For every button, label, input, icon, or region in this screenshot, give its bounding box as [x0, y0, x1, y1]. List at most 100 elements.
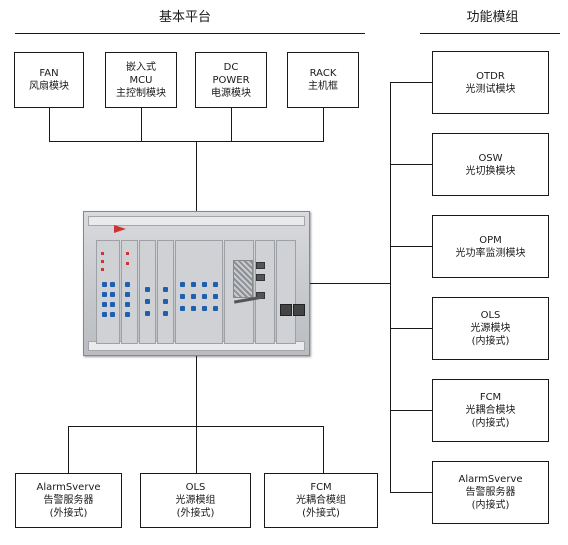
module-opm: OPM 光功率监测模块	[432, 215, 549, 278]
chassis-logo	[114, 225, 126, 233]
connector	[310, 283, 390, 284]
header-underline-left	[15, 33, 365, 34]
module-label: FCM	[479, 392, 502, 403]
status-led	[101, 268, 104, 271]
chassis-top-rail	[88, 216, 305, 226]
connector-block	[293, 304, 305, 316]
network-port	[256, 262, 265, 269]
connector	[231, 108, 232, 141]
module-fcm-external: FCM 光耦合模组 (外接式)	[264, 473, 378, 528]
module-label: FCM	[310, 482, 332, 493]
module-label: AlarmSverve	[36, 482, 101, 493]
module-label: OPM	[479, 234, 502, 246]
module-label: (外接式)	[176, 508, 215, 519]
network-port	[256, 274, 265, 281]
fiber-port	[145, 287, 150, 292]
fiber-port	[191, 282, 196, 287]
module-label: RACK	[309, 68, 337, 79]
module-label: 主机框	[308, 81, 338, 92]
module-label: OLS	[480, 310, 501, 321]
module-mcu: 嵌入式 MCU 主控制模块	[105, 52, 177, 108]
fiber-port	[110, 312, 115, 317]
fiber-port	[125, 302, 130, 307]
module-label: 风扇模块	[29, 81, 69, 92]
module-label: 嵌入式	[126, 61, 156, 73]
connector	[390, 410, 432, 411]
connector	[390, 164, 432, 165]
connector	[141, 108, 142, 141]
fiber-port	[180, 294, 185, 299]
module-label: 光耦合模组	[296, 495, 346, 506]
fiber-port	[180, 306, 185, 311]
connector	[323, 426, 324, 473]
fiber-port	[213, 282, 218, 287]
connector	[196, 356, 197, 426]
fiber-port	[125, 312, 130, 317]
fiber-port	[202, 282, 207, 287]
module-label: 主控制模块	[116, 87, 166, 99]
fiber-port	[163, 287, 168, 292]
status-led	[126, 262, 129, 265]
module-label: 光功率监测模块	[455, 247, 526, 259]
card-slot	[276, 240, 296, 344]
connector	[196, 141, 197, 211]
fiber-port	[102, 312, 107, 317]
module-label: 光耦合模块	[465, 405, 516, 416]
module-label: 告警服务器	[465, 487, 516, 498]
module-ols-external: OLS 光源模组 (外接式)	[140, 473, 251, 528]
card-slot	[139, 240, 156, 344]
module-osw: OSW 光切换模块	[432, 133, 549, 196]
connector-block	[280, 304, 292, 316]
header-function-modules: 功能模组	[466, 10, 519, 25]
module-alarm-external: AlarmSverve 告警服务器 (外接式)	[15, 473, 122, 528]
connector	[390, 328, 432, 329]
header-basic-platform: 基本平台	[158, 10, 211, 25]
fiber-port	[213, 306, 218, 311]
module-label: OLS	[185, 482, 206, 493]
module-label: 光测试模块	[465, 83, 516, 95]
module-label: OTDR	[476, 70, 505, 82]
module-fan: FAN 风扇模块	[14, 52, 84, 108]
connector	[390, 82, 391, 492]
fiber-port	[110, 302, 115, 307]
module-label: MCU	[129, 74, 153, 86]
fiber-port	[145, 299, 150, 304]
module-ols-internal: OLS 光源模块 (内接式)	[432, 297, 549, 360]
fiber-port	[102, 302, 107, 307]
connector	[68, 426, 323, 427]
module-rack: RACK 主机框	[287, 52, 359, 108]
status-led	[126, 252, 129, 255]
connector	[49, 141, 324, 142]
fiber-port	[125, 292, 130, 297]
module-label: OSW	[478, 152, 503, 164]
fiber-port	[125, 282, 130, 287]
vent-grill	[233, 260, 253, 298]
connector	[196, 426, 197, 473]
fiber-port	[202, 294, 207, 299]
fiber-port	[191, 294, 196, 299]
module-dc-power: DC POWER 电源模块	[195, 52, 267, 108]
fiber-port	[102, 292, 107, 297]
connector	[68, 426, 69, 473]
rack-chassis-image	[83, 211, 310, 356]
card-slot	[96, 240, 120, 344]
module-alarm-internal: AlarmSverve 告警服务器 (内接式)	[432, 461, 549, 524]
module-label: DC	[223, 61, 239, 73]
module-label: 告警服务器	[43, 495, 94, 506]
fiber-port	[110, 282, 115, 287]
status-led	[101, 260, 104, 263]
status-led	[101, 252, 104, 255]
connector	[390, 492, 432, 493]
connector	[49, 108, 50, 141]
module-otdr: OTDR 光测试模块	[432, 51, 549, 114]
module-label: AlarmSverve	[458, 474, 523, 485]
connector	[390, 246, 432, 247]
fiber-port	[145, 311, 150, 316]
module-fcm-internal: FCM 光耦合模块 (内接式)	[432, 379, 549, 442]
module-label: (内接式)	[471, 418, 510, 429]
fiber-port	[191, 306, 196, 311]
fiber-port	[102, 282, 107, 287]
fiber-port	[180, 282, 185, 287]
fiber-port	[213, 294, 218, 299]
module-label: (外接式)	[302, 508, 340, 519]
